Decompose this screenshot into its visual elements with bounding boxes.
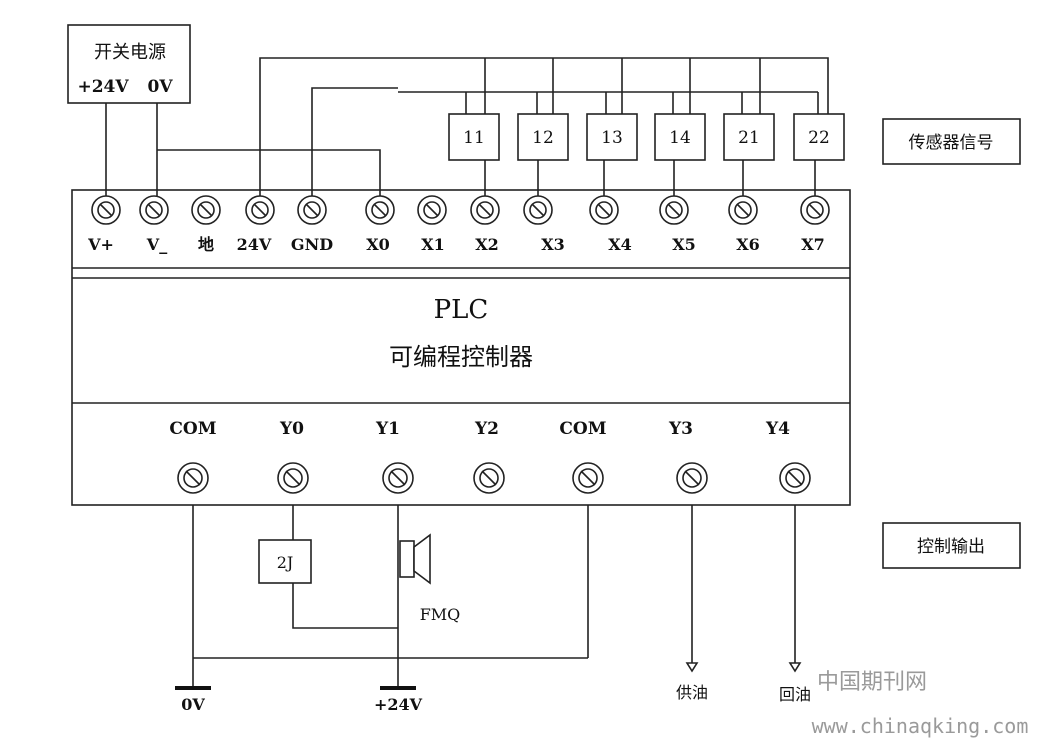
plc-subtitle: 可编程控制器 [389, 343, 533, 371]
sensor-label-14: 14 [669, 128, 691, 148]
output-terminal-row [177, 462, 811, 494]
sensor-box-22: 22 [793, 113, 845, 161]
terminal-screw-y2 [473, 462, 505, 494]
terminal-screw-x5 [659, 195, 689, 225]
terminal-screw-v-minus [139, 195, 169, 225]
terminal-screw-v-plus [91, 195, 121, 225]
power-supply-0v-label: 0V [147, 77, 173, 97]
sensor-box-14: 14 [654, 113, 706, 161]
terminal-label-x4: X4 [608, 235, 632, 254]
terminal-label-x5: X5 [672, 235, 696, 254]
sensor-label-12: 12 [532, 128, 554, 148]
return-oil-label: 回油 [779, 685, 811, 704]
plc-title: PLC [434, 295, 489, 325]
power-supply-wiring [105, 103, 381, 196]
buzzer-label: FMQ [420, 605, 461, 624]
control-output-box: 控制输出 [882, 522, 1021, 569]
output-label-com-1: COM [169, 419, 216, 439]
relay-2j: 2J [258, 539, 312, 584]
terminal-screw-com-1 [177, 462, 209, 494]
terminal-screw-x1 [417, 195, 447, 225]
output-wiring [192, 505, 796, 688]
sensor-box-11: 11 [448, 113, 500, 161]
sensor-label-21: 21 [738, 128, 760, 148]
watermark-url: www.chinaqking.com [812, 714, 1029, 738]
ground-label-24v: +24V [374, 695, 423, 714]
terminal-screw-x2 [470, 195, 500, 225]
ground-label-0v: 0V [181, 695, 205, 714]
sensor-label-22: 22 [808, 128, 830, 148]
power-supply-box: 开关电源 +24V 0V [67, 24, 191, 104]
terminal-screw-com-2 [572, 462, 604, 494]
output-label-y1: Y1 [375, 419, 400, 439]
power-supply-title: 开关电源 [94, 42, 166, 63]
buzzer-icon: FMQ [399, 533, 461, 624]
terminal-label-x3: X3 [541, 235, 565, 254]
terminal-screw-x4 [589, 195, 619, 225]
output-label-y3: Y3 [668, 419, 693, 439]
terminal-screw-x6 [728, 195, 758, 225]
sensor-label-11: 11 [463, 128, 485, 148]
relay-label: 2J [277, 553, 294, 572]
power-supply-24v-label: +24V [77, 77, 129, 97]
terminal-screw-ground [191, 195, 221, 225]
sensor-signal-label: 传感器信号 [909, 133, 994, 153]
terminal-screw-24v [245, 195, 275, 225]
input-terminal-labels: V+ V_ 地 24V GND X0 X1 X2 X3 X4 X5 X6 X7 [87, 235, 825, 254]
ground-symbols: 0V +24V [175, 686, 423, 714]
sensor-box-21: 21 [723, 113, 775, 161]
sensor-to-input-wiring [484, 160, 816, 196]
terminal-label-24v: 24V [237, 235, 272, 254]
ground-bar-24v [380, 686, 416, 690]
arrow-down-icon [788, 662, 802, 673]
output-label-y2: Y2 [474, 419, 499, 439]
terminal-label-x2: X2 [475, 235, 499, 254]
terminal-screw-y3 [676, 462, 708, 494]
terminal-label-x7: X7 [801, 235, 825, 254]
output-label-y0: Y0 [279, 419, 304, 439]
arrow-down-icon [685, 662, 699, 673]
terminal-screw-y1 [382, 462, 414, 494]
control-output-label: 控制输出 [917, 537, 985, 557]
oil-outputs: 供油 回油 [676, 662, 811, 704]
terminal-label-gnd: GND [291, 235, 333, 254]
terminal-label-x1: X1 [421, 235, 445, 254]
terminal-label-v-minus: V_ [146, 235, 167, 254]
sensor-signal-box: 传感器信号 [882, 118, 1021, 165]
output-label-y4: Y4 [765, 419, 790, 439]
terminal-screw-x0 [365, 195, 395, 225]
sensor-boxes: 11 12 13 14 21 22 [448, 113, 845, 161]
sensor-label-13: 13 [601, 128, 623, 148]
terminal-screw-y0 [277, 462, 309, 494]
watermark: 中国期刊网 www.chinaqking.com [812, 670, 1029, 738]
sensor-box-12: 12 [517, 113, 569, 161]
watermark-cn: 中国期刊网 [817, 670, 927, 695]
output-terminal-labels: COM Y0 Y1 Y2 COM Y3 Y4 [169, 419, 790, 439]
terminal-screw-x7 [800, 195, 830, 225]
terminal-label-ground: 地 [198, 235, 214, 254]
terminal-label-x0: X0 [366, 235, 390, 254]
terminal-screw-x3 [523, 195, 553, 225]
output-label-com-2: COM [559, 419, 606, 439]
supply-oil-label: 供油 [676, 683, 708, 702]
terminal-label-x6: X6 [736, 235, 760, 254]
plc-body: PLC 可编程控制器 [71, 189, 851, 506]
terminal-screw-y4 [779, 462, 811, 494]
sensor-box-13: 13 [586, 113, 638, 161]
ground-bar-0v [175, 686, 211, 690]
terminal-screw-gnd [297, 195, 327, 225]
sensor-bus-wiring [259, 57, 829, 196]
terminal-label-v-plus: V+ [87, 235, 114, 254]
